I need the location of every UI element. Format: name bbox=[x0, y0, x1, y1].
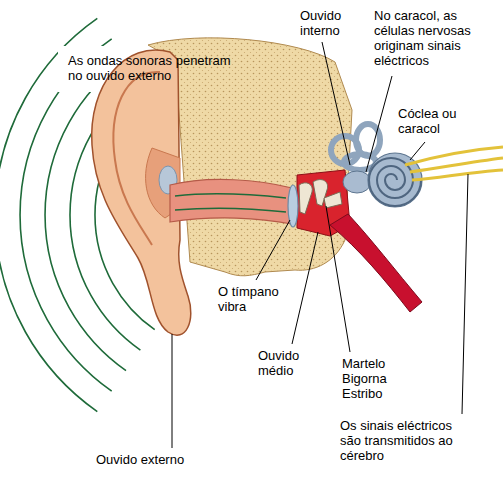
sound-wave-in-canal bbox=[175, 194, 286, 198]
leader-line bbox=[366, 76, 392, 172]
leader-lines bbox=[172, 42, 468, 448]
sound-wave bbox=[20, 39, 112, 391]
part-label: Martelo bbox=[342, 356, 412, 371]
cochlea-spiral bbox=[369, 158, 421, 206]
leader-line bbox=[256, 220, 290, 280]
part-label: Estribo bbox=[342, 386, 412, 401]
leader-line bbox=[326, 206, 350, 352]
note-label: O tímpano vibra bbox=[218, 284, 290, 314]
sound-wave-in-canal bbox=[175, 208, 286, 212]
leader-line bbox=[292, 232, 318, 344]
part-label: Ouvido interno bbox=[300, 8, 352, 38]
leader-line bbox=[462, 174, 468, 414]
vestibule bbox=[343, 171, 371, 193]
leader-line bbox=[410, 142, 425, 160]
malleus bbox=[299, 183, 312, 214]
leader-line bbox=[172, 334, 173, 448]
part-label: Ouvido externo bbox=[96, 452, 206, 467]
note-label: No caracol, as células nervosas originam… bbox=[374, 8, 486, 68]
caption-label: As ondas sonoras penetram no ouvido exte… bbox=[68, 53, 246, 83]
part-label: Bigorna bbox=[342, 371, 412, 386]
eustachian-tube bbox=[330, 214, 422, 312]
nerve-fiber bbox=[412, 170, 503, 180]
auditory-nerve bbox=[405, 147, 503, 180]
part-label: Ouvido médio bbox=[258, 348, 310, 378]
nerve-fiber bbox=[405, 147, 503, 165]
leader-line bbox=[322, 42, 350, 165]
ear-canal bbox=[170, 179, 292, 224]
part-label: Cóclea ou caracol bbox=[398, 106, 468, 136]
stapes bbox=[324, 192, 342, 208]
note-label: Os sinais eléctricos são transmitidos ao… bbox=[340, 418, 472, 463]
